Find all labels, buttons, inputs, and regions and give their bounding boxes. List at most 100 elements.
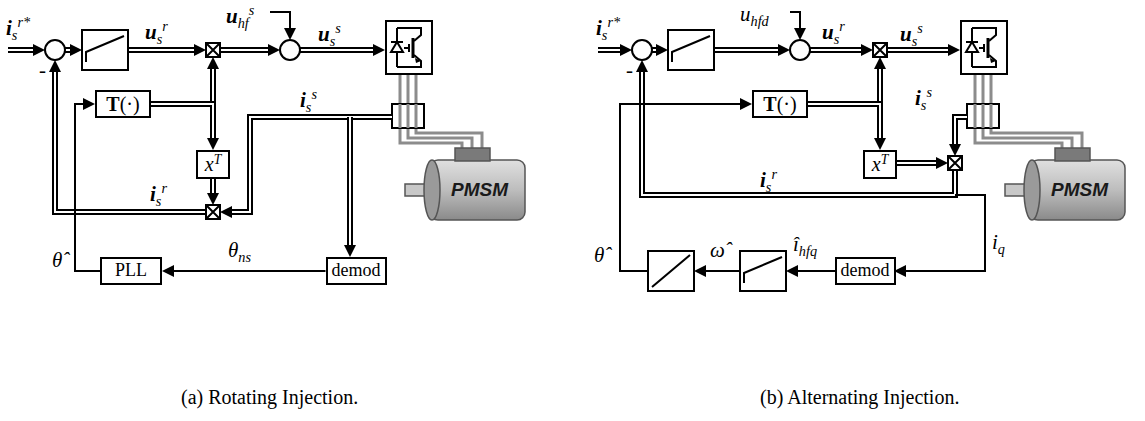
- vector-signal-line: [642, 72, 955, 195]
- vector-signal-line: [8, 49, 33, 51]
- scalar-signal-line: [798, 270, 836, 272]
- signal-name: iss: [300, 86, 317, 115]
- scalar-signal-line: [706, 270, 740, 272]
- text-part: i: [596, 16, 602, 40]
- block-label: demod: [332, 261, 381, 281]
- text-part: r*: [17, 14, 30, 30]
- signal-name: θns: [228, 238, 251, 265]
- text-part: r: [162, 18, 168, 34]
- text-part: hf: [238, 15, 249, 31]
- text-part: i: [6, 16, 12, 40]
- motor-name: PMSM: [1051, 180, 1108, 201]
- text-part: s: [912, 33, 918, 49]
- multiplier-symbol: [873, 43, 887, 57]
- vector-signal-line: [887, 47, 948, 53]
- motor-label: PMSM: [445, 177, 514, 204]
- vector-signal-line: [879, 69, 881, 104]
- signal-name: iq: [992, 230, 1005, 257]
- vector-signal-line: [642, 72, 955, 195]
- text-part: r: [161, 180, 167, 196]
- text-part: s: [311, 86, 317, 102]
- signal-name: isr: [760, 166, 777, 195]
- scalar-signal-line: [270, 12, 985, 271]
- scalar-signal-line: [790, 12, 800, 28]
- pll-block: PLL: [100, 257, 162, 285]
- vector-signal-line: [349, 117, 351, 245]
- scalar-signal-line: [906, 195, 985, 271]
- motor-illustration: [405, 148, 1125, 220]
- vector-signal-line: [220, 47, 268, 53]
- phase-wire: [975, 104, 991, 128]
- text-part: x: [872, 154, 881, 176]
- vector-signal-line: [810, 47, 861, 53]
- text-part: i: [150, 182, 156, 206]
- controller-block: [82, 30, 128, 70]
- text-part: s: [917, 20, 923, 36]
- vector-signal-line: [300, 49, 373, 51]
- text-part: s: [766, 179, 772, 195]
- signal-name: uss: [900, 20, 923, 49]
- signal-name: uhfs: [226, 2, 254, 31]
- vector-signal-line: [55, 72, 206, 212]
- scalar-signal-line: [75, 104, 100, 271]
- signal-name: usr: [822, 18, 845, 47]
- text-part: ns: [238, 249, 251, 265]
- transform-block: T(·): [752, 90, 808, 118]
- multiplier-symbol: [206, 43, 220, 57]
- sign-mark: -: [626, 58, 633, 82]
- signal-name: usr: [145, 18, 168, 47]
- text-part: s: [249, 2, 255, 18]
- text-part: i: [915, 86, 921, 110]
- text-part: x: [205, 154, 214, 176]
- signal-name: îhfq: [793, 232, 817, 259]
- text-part: s: [834, 31, 840, 47]
- scalar-signal-line: [620, 104, 740, 271]
- text-part: i: [760, 168, 766, 192]
- scalar-signal-line: [174, 271, 326, 272]
- text-part: s: [12, 27, 18, 43]
- motor-illustration: [430, 160, 525, 220]
- motor-name: PMSM: [451, 180, 508, 201]
- vector-signal-line: [220, 49, 268, 51]
- multiplier-symbol: [206, 43, 220, 57]
- text-part: T: [763, 93, 776, 115]
- controller-block: [668, 30, 714, 70]
- text-part: ω̂: [710, 238, 725, 262]
- vector-signal-line: [232, 117, 392, 212]
- text-part: θ̂: [594, 243, 604, 267]
- vector-signal-line: [210, 69, 216, 104]
- scalar-signal-line: [270, 12, 290, 28]
- multiplier-symbol: [873, 43, 887, 57]
- signal-name: θ̂: [594, 243, 604, 267]
- text-part: θ̂: [52, 248, 62, 272]
- text-part: s: [921, 97, 927, 113]
- vector-signal-line: [877, 69, 883, 104]
- block-label: demod: [841, 261, 890, 281]
- vector-signal-line: [128, 49, 194, 51]
- motor-illustration: [1024, 160, 1040, 220]
- signal-name: θ̂: [52, 248, 62, 272]
- multiplier-symbol: [948, 156, 962, 170]
- controller-block: [744, 257, 782, 283]
- controller-block: [648, 251, 694, 291]
- signal-name: uhfd: [740, 2, 769, 29]
- vector-signal-line: [151, 104, 213, 138]
- motor-label: PMSM: [1045, 177, 1114, 204]
- text-part: s: [602, 27, 608, 43]
- text-part: s: [330, 33, 336, 49]
- vector-signal-line: [598, 47, 620, 53]
- text-part: u: [900, 22, 912, 46]
- multiplier-symbol: [206, 205, 220, 219]
- text-part: u: [740, 2, 751, 26]
- vector-signal-line: [897, 162, 936, 164]
- vector-signal-line: [887, 49, 948, 51]
- text-part: (·): [777, 93, 797, 115]
- vector-signal-line: [55, 72, 206, 212]
- controller-block: [86, 36, 124, 62]
- controller-block: [82, 30, 786, 291]
- demodulator-block: demod: [835, 257, 896, 285]
- text-part: r: [839, 18, 845, 34]
- connector-core: [808, 104, 880, 138]
- controller-block: [740, 251, 786, 291]
